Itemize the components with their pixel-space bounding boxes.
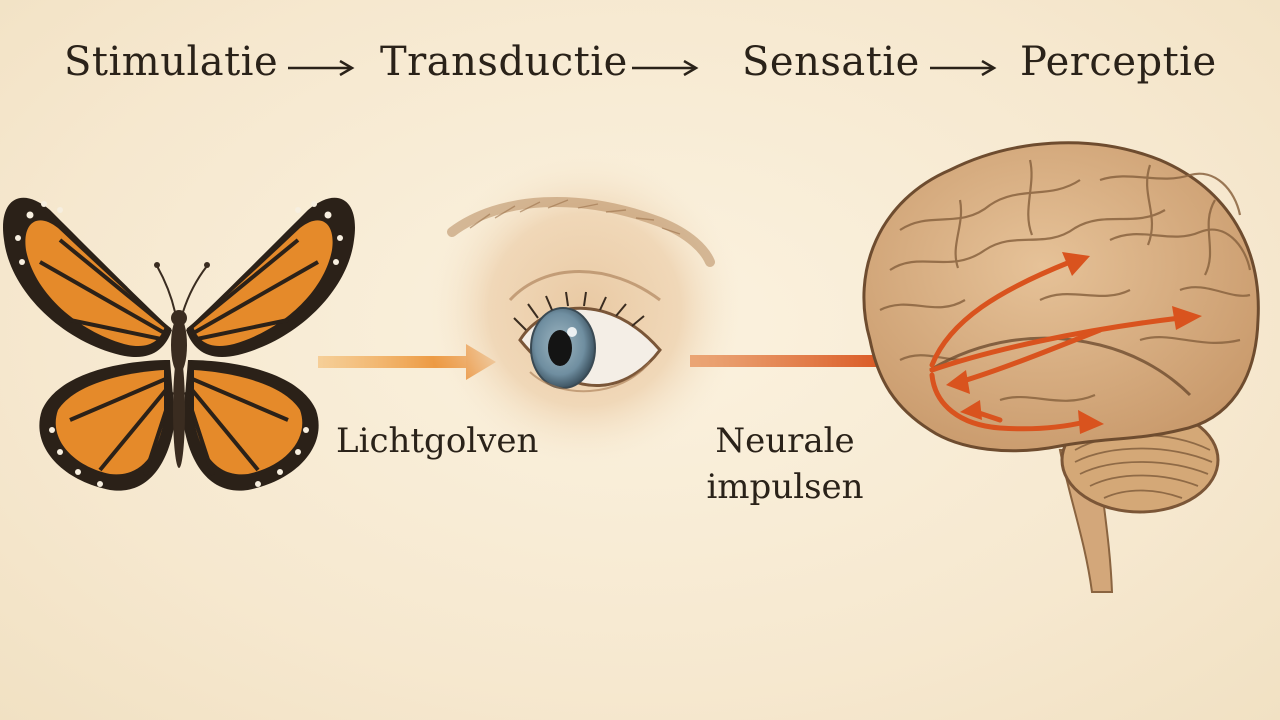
process-steps: Stimulatie Transductie Sensatie Percepti… bbox=[0, 34, 1280, 90]
brain-illustration bbox=[862, 141, 1260, 593]
light-waves-label: Lichtgolven bbox=[336, 421, 539, 461]
step-arrow-icon bbox=[930, 60, 997, 76]
step-arrow-icon bbox=[632, 60, 699, 76]
butterfly-illustration bbox=[3, 197, 355, 491]
step-sensation: Sensatie bbox=[742, 39, 920, 85]
step-arrow-icon bbox=[288, 60, 355, 76]
eye-illustration bbox=[425, 150, 745, 470]
step-perception: Perceptie bbox=[1020, 39, 1217, 85]
step-stimulation: Stimulatie bbox=[64, 39, 279, 85]
neural-impulses-label: Neurale impulsen bbox=[706, 421, 864, 507]
step-transduction: Transductie bbox=[380, 39, 628, 85]
